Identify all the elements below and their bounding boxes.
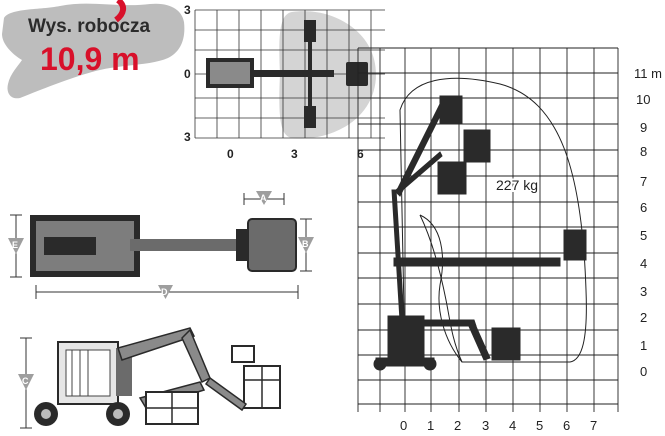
range-y-ticks: 11 m 10 9 8 7 6 5 4 3 2 1 0 (634, 66, 662, 379)
working-envelope (399, 77, 587, 363)
working-range-diagram: 227 kg 11 m 10 9 8 7 6 5 4 3 2 1 0 0 1 2… (357, 47, 662, 433)
dimension-c-label: C (22, 376, 29, 386)
range-x-2: 2 (454, 418, 461, 433)
range-x-3: 3 (482, 418, 489, 433)
dimension-a: A (243, 191, 285, 205)
dimension-e-marker (8, 238, 24, 254)
range-x-7: 7 (590, 418, 597, 433)
machine-range-poses (373, 95, 587, 371)
machine-top-view (206, 20, 368, 128)
range-x-4: 4 (509, 418, 516, 433)
badge-red-accent (114, 0, 126, 23)
range-x-ticks: 0 1 2 3 4 5 6 7 (400, 418, 597, 433)
range-x-6: 6 (563, 418, 570, 433)
range-x-1: 1 (427, 418, 434, 433)
range-y-5: 5 (640, 228, 647, 243)
machine-side-view (34, 327, 281, 426)
range-y-10: 10 (636, 92, 650, 107)
range-x-5: 5 (536, 418, 543, 433)
range-y-3: 3 (640, 284, 647, 299)
inner-envelope (419, 214, 463, 363)
range-x-0: 0 (400, 418, 407, 433)
dimension-b-label: B (302, 239, 309, 249)
plan-view-diagram: D A B E (8, 191, 314, 299)
top-view-x-label-3: 3 (291, 147, 298, 161)
range-y-top: 11 m (634, 66, 662, 81)
side-view-diagram: C (18, 327, 281, 429)
working-height-badge: Wys. robocza 10,9 m (2, 0, 185, 99)
range-y-4: 4 (640, 256, 647, 271)
top-view-y-label-top: 3 (184, 3, 191, 17)
dimension-b: B (298, 218, 314, 272)
top-view-x-label-6: 6 (357, 147, 364, 161)
top-view-x-label-0: 0 (227, 147, 234, 161)
dimension-c-marker (18, 374, 34, 390)
range-y-6: 6 (640, 200, 647, 215)
dimension-a-label: A (260, 193, 267, 203)
badge-height-value: 10,9 m (40, 41, 140, 77)
top-view-y-label-bottom: 3 (184, 130, 191, 144)
range-y-2: 2 (640, 310, 647, 325)
dimension-d-label: D (161, 287, 168, 297)
top-view-diagram: 3 0 3 0 3 6 (184, 3, 385, 161)
badge-cloud-shape (2, 3, 185, 99)
dimension-e: E (8, 214, 24, 278)
badge-title: Wys. robocza (28, 16, 151, 37)
range-y-9: 9 (640, 120, 647, 135)
dimension-d: D (35, 285, 299, 299)
dimension-c: C (18, 337, 34, 429)
dimension-a-marker (256, 191, 272, 205)
machine-plan-view (30, 215, 297, 277)
range-grid (357, 47, 619, 412)
load-capacity-label: 227 kg (496, 177, 538, 193)
dimension-e-label: E (12, 240, 18, 250)
top-view-y-label-mid: 0 (184, 67, 191, 81)
range-y-1: 1 (640, 338, 647, 353)
range-y-8: 8 (640, 144, 647, 159)
range-y-7: 7 (640, 174, 647, 189)
range-y-0: 0 (640, 364, 647, 379)
dimension-b-marker (298, 237, 314, 253)
dimension-d-marker (158, 285, 173, 299)
